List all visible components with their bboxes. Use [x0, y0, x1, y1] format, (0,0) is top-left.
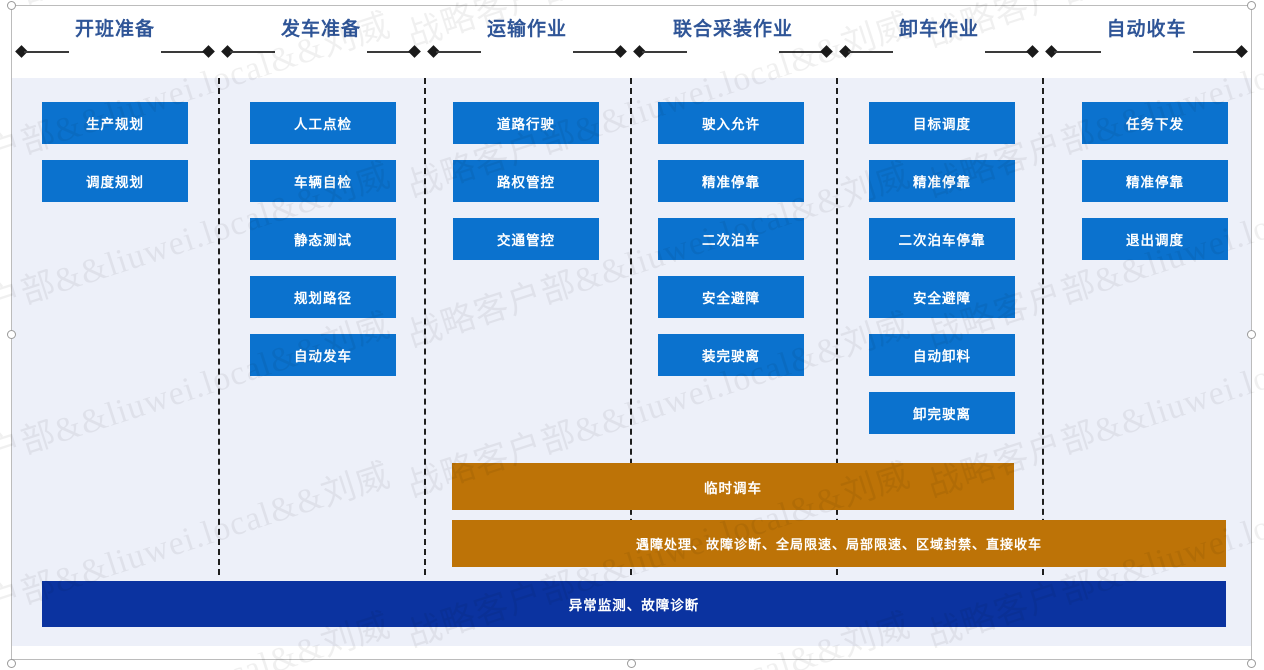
phase-arrow-icon	[630, 45, 836, 58]
resize-handle-bottom-middle[interactable]	[627, 659, 636, 668]
step-chip[interactable]: 安全避障	[869, 276, 1015, 318]
step-chip[interactable]: 静态测试	[250, 218, 396, 260]
column-divider	[836, 78, 838, 575]
phase-arrow-icon	[1042, 45, 1251, 58]
phase-header-transport-operation[interactable]: 运输作业	[424, 6, 630, 78]
step-chip[interactable]: 精准停靠	[869, 160, 1015, 202]
resize-handle-bottom-left[interactable]	[7, 659, 16, 668]
diamond-end-icon	[1235, 45, 1248, 58]
temp-dispatch-bar[interactable]: 临时调车	[452, 463, 1014, 510]
phase-header-unloading-operation[interactable]: 卸车作业	[836, 6, 1042, 78]
arrow-segment-right	[779, 51, 824, 53]
step-chip[interactable]: 精准停靠	[658, 160, 804, 202]
phase-arrow-icon	[12, 45, 218, 58]
step-chip[interactable]: 安全避障	[658, 276, 804, 318]
step-chip[interactable]: 路权管控	[453, 160, 599, 202]
resize-handle-top-left[interactable]	[7, 1, 16, 10]
step-chip[interactable]: 驶入允许	[658, 102, 804, 144]
flow-canvas: 生产规划 调度规划 人工点检 车辆自检 静态测试 规划路径 自动发车 道路行驶 …	[12, 78, 1251, 646]
diamond-end-icon	[820, 45, 833, 58]
arrow-segment-right	[1192, 51, 1239, 53]
phase-column-departure-preparation: 人工点检 车辆自检 静态测试 规划路径 自动发车	[250, 102, 396, 392]
resize-handle-middle-right[interactable]	[1247, 330, 1256, 339]
resize-handle-bottom-right[interactable]	[1247, 659, 1256, 668]
step-chip[interactable]: 二次泊车停靠	[869, 218, 1015, 260]
step-chip[interactable]: 人工点检	[250, 102, 396, 144]
exception-handling-bar[interactable]: 遇障处理、故障诊断、全局限速、局部限速、区域封禁、直接收车	[452, 520, 1226, 567]
arrow-segment-left	[1054, 51, 1101, 53]
resize-handle-top-right[interactable]	[1247, 1, 1256, 10]
arrow-segment-right	[573, 51, 618, 53]
step-chip[interactable]: 道路行驶	[453, 102, 599, 144]
phase-column-transport-operation: 道路行驶 路权管控 交通管控	[453, 102, 599, 276]
monitoring-bar[interactable]: 异常监测、故障诊断	[42, 581, 1226, 627]
phase-title: 卸车作业	[898, 19, 979, 40]
phase-title: 开班准备	[74, 19, 155, 40]
arrow-segment-left	[436, 51, 481, 53]
phase-header-shift-preparation[interactable]: 开班准备	[12, 6, 218, 78]
step-chip[interactable]: 调度规划	[42, 160, 188, 202]
column-divider	[1042, 78, 1044, 575]
arrow-segment-right	[985, 51, 1030, 53]
step-chip[interactable]: 卸完驶离	[869, 392, 1015, 434]
phase-arrow-icon	[218, 45, 424, 58]
step-chip[interactable]: 退出调度	[1082, 218, 1228, 260]
phase-header: 开班准备 发车准备 运输作业 联合采装作业	[12, 6, 1251, 78]
step-chip[interactable]: 规划路径	[250, 276, 396, 318]
step-chip[interactable]: 自动发车	[250, 334, 396, 376]
phase-arrow-icon	[836, 45, 1042, 58]
diamond-end-icon	[1026, 45, 1039, 58]
phase-title: 发车准备	[280, 19, 361, 40]
arrow-segment-right	[161, 51, 206, 53]
arrow-segment-left	[642, 51, 687, 53]
phase-header-automatic-return[interactable]: 自动收车	[1042, 6, 1251, 78]
step-chip[interactable]: 交通管控	[453, 218, 599, 260]
step-chip[interactable]: 二次泊车	[658, 218, 804, 260]
step-chip[interactable]: 车辆自检	[250, 160, 396, 202]
column-divider	[424, 78, 426, 575]
diamond-end-icon	[408, 45, 421, 58]
phase-column-joint-loading-operation: 驶入允许 精准停靠 二次泊车 安全避障 装完驶离	[658, 102, 804, 392]
phase-title: 运输作业	[486, 19, 567, 40]
step-chip[interactable]: 任务下发	[1082, 102, 1228, 144]
column-divider	[630, 78, 632, 575]
resize-handle-middle-left[interactable]	[7, 330, 16, 339]
phase-column-shift-preparation: 生产规划 调度规划	[42, 102, 188, 218]
step-chip[interactable]: 精准停靠	[1082, 160, 1228, 202]
diamond-end-icon	[202, 45, 215, 58]
step-chip[interactable]: 自动卸料	[869, 334, 1015, 376]
step-chip[interactable]: 目标调度	[869, 102, 1015, 144]
arrow-segment-right	[367, 51, 412, 53]
step-chip[interactable]: 装完驶离	[658, 334, 804, 376]
diamond-end-icon	[614, 45, 627, 58]
arrow-segment-left	[24, 51, 69, 53]
phase-column-automatic-return: 任务下发 精准停靠 退出调度	[1082, 102, 1228, 276]
phase-title: 自动收车	[1106, 19, 1187, 40]
arrow-segment-left	[848, 51, 893, 53]
phase-column-unloading-operation: 目标调度 精准停靠 二次泊车停靠 安全避障 自动卸料 卸完驶离	[869, 102, 1015, 450]
column-divider	[218, 78, 220, 575]
arrow-segment-left	[230, 51, 275, 53]
phase-title: 联合采装作业	[672, 19, 793, 40]
phase-arrow-icon	[424, 45, 630, 58]
step-chip[interactable]: 生产规划	[42, 102, 188, 144]
phase-header-departure-preparation[interactable]: 发车准备	[218, 6, 424, 78]
phase-header-joint-loading-operation[interactable]: 联合采装作业	[630, 6, 836, 78]
